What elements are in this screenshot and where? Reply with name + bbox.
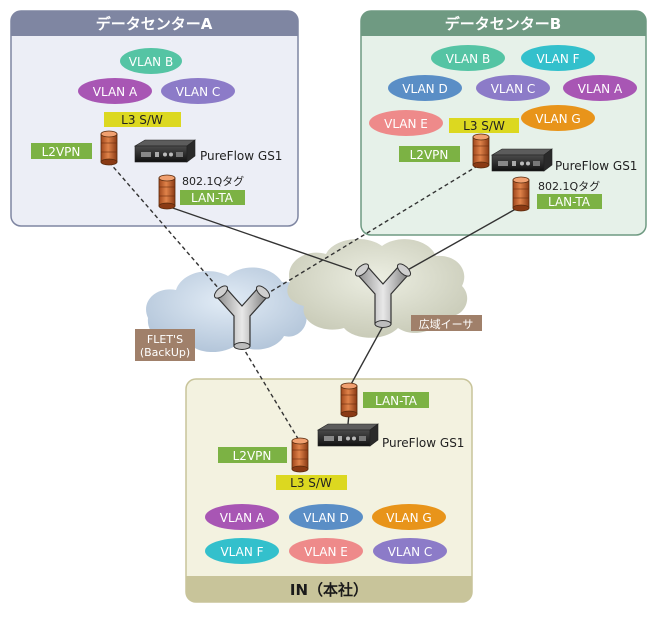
dc-a-vlan-a-label: VLAN A xyxy=(93,85,138,99)
hq-l2vpn-label: L2VPN xyxy=(233,449,272,463)
hq-lanta-label-bg xyxy=(363,392,429,408)
hq-lanta-label: LAN-TA xyxy=(375,394,418,408)
hq-vlan-c xyxy=(373,538,447,564)
dc-b-vlan-a xyxy=(563,75,637,101)
dc-b-vlan-f-label: VLAN F xyxy=(536,52,579,66)
dc-a-pureflow-device-icon xyxy=(134,139,196,163)
hq-vlan-e xyxy=(289,538,363,564)
dc-b-vlan-e xyxy=(369,110,443,136)
dc-a-lanta-label: LAN-TA xyxy=(191,191,234,205)
flets-label-bg xyxy=(135,329,195,361)
hq-lanta-cylinder-icon xyxy=(340,382,358,418)
dc-b-vlan-c xyxy=(476,75,550,101)
datacenter-b-title: データセンターB xyxy=(445,15,561,33)
hq-vlans: VLAN A VLAN D VLAN G VLAN F VLAN E VLAN … xyxy=(205,504,447,564)
dc-a-l2vpn-label-bg xyxy=(31,143,92,159)
hq-l3-switch-label-bg xyxy=(276,475,347,490)
hq-vlan-a xyxy=(205,504,279,530)
flets-label-line1: FLET'S xyxy=(147,333,183,346)
dc-b-vlan-f xyxy=(521,45,595,71)
dc-a-l2vpn-label: L2VPN xyxy=(42,145,81,159)
dc-a-vlan-c xyxy=(161,78,235,104)
dc-a-tag-label: 802.1Qタグ xyxy=(182,174,244,188)
dc-b-device-label: PureFlow GS1 xyxy=(555,159,637,173)
dc-b-lanta-cylinder-icon xyxy=(512,176,530,212)
dc-b-vlan-d xyxy=(388,75,462,101)
dc-b-l3-switch-label: L3 S/W xyxy=(463,119,505,133)
dc-a-vlan-a xyxy=(78,78,152,104)
hq-vlan-f-label: VLAN F xyxy=(220,545,263,559)
wan-label-bg xyxy=(411,315,482,331)
headquarters-title: IN（本社） xyxy=(290,581,368,599)
dc-b-vlan-e-label: VLAN E xyxy=(384,117,428,131)
hq-vlan-a-label: VLAN A xyxy=(220,511,265,525)
datacenter-a-title: データセンターA xyxy=(96,15,213,33)
hq-vlan-d-label: VLAN D xyxy=(303,511,348,525)
dc-a-vlans: VLAN B VLAN A VLAN C xyxy=(78,48,235,104)
dc-b-vlans: VLAN B VLAN F VLAN D VLAN C VLAN A VLAN … xyxy=(369,45,637,136)
dc-a-lanta-cylinder-icon xyxy=(158,174,176,210)
flets-label-line2: (BackUp) xyxy=(140,346,190,359)
dc-a-vlan-b xyxy=(120,48,182,74)
dc-a-vlan-c-label: VLAN C xyxy=(176,85,221,99)
dc-b-vlan-g xyxy=(521,105,595,131)
dc-b-tag-label: 802.1Qタグ xyxy=(538,179,600,193)
dc-b-lanta-label-bg xyxy=(537,194,602,209)
hq-pureflow-device-icon xyxy=(317,423,379,447)
dc-a-device-label: PureFlow GS1 xyxy=(200,149,282,163)
dc-a-vlan-b-label: VLAN B xyxy=(129,55,173,69)
dc-b-vlan-b-label: VLAN B xyxy=(446,52,490,66)
dc-a-l3-switch-label-bg xyxy=(104,112,181,127)
hq-device-label: PureFlow GS1 xyxy=(382,436,464,450)
dc-b-vlan-b xyxy=(431,45,505,71)
dc-b-l3-switch-label-bg xyxy=(449,118,519,133)
dc-b-l2vpn-cylinder-icon xyxy=(472,133,490,169)
hq-l3-switch-label: L3 S/W xyxy=(290,476,332,490)
dc-b-vlan-a-label: VLAN A xyxy=(578,82,623,96)
hq-vlan-c-label: VLAN C xyxy=(388,545,433,559)
dc-b-lanta-label: LAN-TA xyxy=(548,195,591,209)
dc-b-l2vpn-label: L2VPN xyxy=(410,148,449,162)
headquarters-panel: IN（本社） xyxy=(185,378,473,603)
dc-b-vlan-g-label: VLAN G xyxy=(535,112,580,126)
hq-vlan-f xyxy=(205,538,279,564)
dc-a-lanta-label-bg xyxy=(180,190,245,205)
hq-l2vpn-cylinder-icon xyxy=(291,437,309,473)
hq-vlan-g-label: VLAN G xyxy=(386,511,431,525)
dc-a-l3-switch-label: L3 S/W xyxy=(121,113,163,127)
wan-label: 広域イーサ xyxy=(419,318,474,331)
hq-vlan-g xyxy=(372,504,446,530)
backup-links xyxy=(108,161,485,443)
dc-a-l2vpn-cylinder-icon xyxy=(100,130,118,166)
dc-b-pureflow-device-icon xyxy=(491,148,553,172)
links xyxy=(166,205,522,425)
hq-vlan-d xyxy=(289,504,363,530)
hq-l2vpn-label-bg xyxy=(218,447,287,463)
dc-b-vlan-d-label: VLAN D xyxy=(402,82,447,96)
dc-b-l2vpn-label-bg xyxy=(399,146,460,162)
hq-vlan-e-label: VLAN E xyxy=(304,545,348,559)
dc-b-vlan-c-label: VLAN C xyxy=(491,82,536,96)
